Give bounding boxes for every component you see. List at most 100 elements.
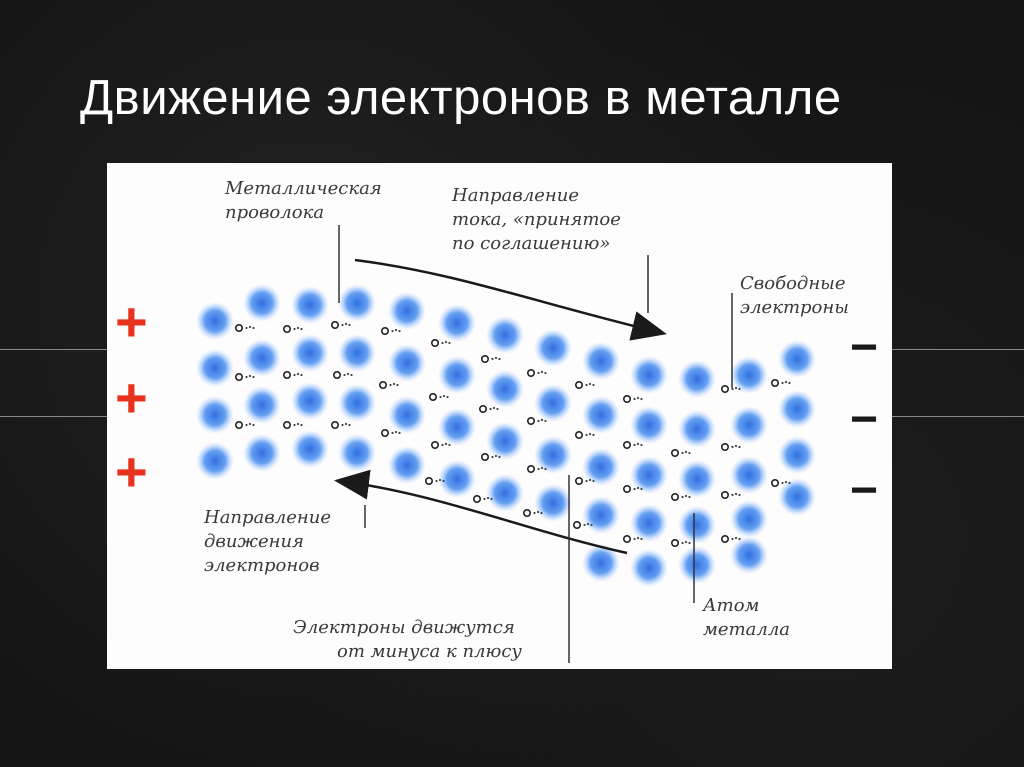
electron-motion-trail bbox=[293, 373, 296, 377]
minus-sign-2: − bbox=[850, 393, 878, 446]
electron-motion-trail bbox=[788, 481, 791, 485]
electron-motion-trail bbox=[300, 373, 303, 377]
electron-motion-trail bbox=[688, 495, 691, 499]
free-electron bbox=[572, 520, 581, 529]
free-electron bbox=[430, 339, 439, 348]
electron-motion-trail bbox=[394, 328, 398, 332]
electron-motion-trail bbox=[343, 373, 346, 377]
electron-motion-trail bbox=[544, 419, 547, 423]
electron-motion-trail bbox=[248, 374, 252, 378]
electron-motion-trail bbox=[248, 422, 252, 426]
metal-atom bbox=[730, 500, 768, 538]
electron-motion-trail bbox=[438, 478, 442, 482]
electron-motion-trail bbox=[536, 510, 540, 514]
free-electron bbox=[574, 430, 583, 439]
metal-atom bbox=[730, 406, 768, 444]
metal-atom bbox=[630, 504, 668, 542]
electron-motion-trail bbox=[300, 327, 303, 331]
electron-motion-trail bbox=[494, 356, 498, 360]
metal-atom bbox=[678, 460, 716, 498]
electron-motion-trail bbox=[781, 481, 784, 485]
current-direction-arrow bbox=[354, 258, 667, 341]
minus-sign-1: − bbox=[850, 321, 878, 374]
free-electron bbox=[526, 464, 535, 473]
electron-motion-trail bbox=[296, 326, 300, 330]
metal-atom bbox=[291, 382, 329, 420]
electron-motion-trail bbox=[293, 423, 296, 427]
electron-motion-trail bbox=[537, 371, 540, 375]
metal-atom bbox=[678, 360, 716, 398]
electron-motion-trail bbox=[537, 467, 540, 471]
diagram-canvas: Металлическая проволока Направление тока… bbox=[115, 178, 878, 663]
electron-motion-trail bbox=[640, 397, 643, 401]
free-electrons-label: Свободные электроны bbox=[740, 273, 851, 318]
metal-atom bbox=[243, 386, 281, 424]
electron-direction-label: Направление движения электронов bbox=[203, 507, 337, 576]
electron-motion-trail bbox=[341, 323, 344, 327]
metal-atom bbox=[778, 390, 816, 428]
free-electron bbox=[378, 381, 387, 390]
electron-motion-trail bbox=[394, 430, 398, 434]
electron-motion-trail bbox=[391, 329, 394, 333]
metal-atom bbox=[582, 544, 620, 582]
electron-motion-trail bbox=[441, 443, 444, 447]
minus-sign-3: − bbox=[850, 464, 878, 517]
metal-atom bbox=[778, 478, 816, 516]
electron-motion-trail bbox=[489, 407, 492, 411]
electron-motion-trail bbox=[494, 454, 498, 458]
metal-atom bbox=[534, 484, 572, 522]
free-electron bbox=[670, 538, 679, 547]
electron-motion-trail bbox=[439, 395, 442, 399]
electron-motion-trail bbox=[684, 540, 688, 544]
free-electron bbox=[622, 440, 631, 449]
electron-motion-trail bbox=[391, 431, 394, 435]
electron-motion-trail bbox=[496, 407, 499, 411]
electron-motion-trail bbox=[590, 523, 593, 527]
electron-motion-trail bbox=[738, 493, 741, 497]
electron-motion-trail bbox=[448, 443, 451, 447]
metal-atom bbox=[630, 356, 668, 394]
electron-motion-trail bbox=[248, 325, 252, 329]
electron-motion-trail bbox=[633, 487, 636, 491]
electron-motion-trail bbox=[588, 432, 592, 436]
electron-motion-trail bbox=[346, 372, 350, 376]
electron-motion-trail bbox=[731, 493, 734, 497]
electron-motion-trail bbox=[544, 371, 547, 375]
metal-atom bbox=[196, 349, 234, 387]
metal-atoms bbox=[196, 284, 816, 587]
free-electron bbox=[283, 420, 292, 429]
free-electron bbox=[720, 385, 729, 394]
electron-motion-trail bbox=[448, 341, 451, 345]
free-electron bbox=[522, 508, 531, 517]
electron-motion-trail bbox=[245, 423, 248, 427]
metal-atom bbox=[196, 442, 234, 480]
metal-atom bbox=[730, 536, 768, 574]
electron-motion-trail bbox=[588, 382, 592, 386]
electrons-move-label: Электроны движутся от минуса к плюсу bbox=[293, 617, 522, 662]
electron-motion-trail bbox=[731, 387, 734, 391]
electron-motion-trail bbox=[540, 370, 544, 374]
electron-motion-trail bbox=[490, 497, 493, 501]
electron-motion-trail bbox=[245, 375, 248, 379]
electron-motion-trail bbox=[585, 383, 588, 387]
electron-motion-trail bbox=[442, 479, 445, 483]
electron-motion-trail bbox=[296, 372, 300, 376]
metal-atom bbox=[438, 356, 476, 394]
electron-motion-trail bbox=[341, 423, 344, 427]
metal-atom bbox=[730, 356, 768, 394]
electron-motion-trail bbox=[592, 433, 595, 437]
electron-motion-trail bbox=[640, 487, 643, 491]
free-electron bbox=[622, 395, 631, 404]
electron-motion-trail bbox=[583, 523, 586, 527]
metal-atom bbox=[534, 329, 572, 367]
free-electron bbox=[380, 428, 389, 437]
electron-motion-trail bbox=[738, 537, 741, 541]
free-electron bbox=[574, 381, 583, 390]
electron-motion-trail bbox=[540, 511, 543, 515]
metal-atom bbox=[678, 410, 716, 448]
electron-motion-trail bbox=[540, 466, 544, 470]
free-electron bbox=[478, 405, 487, 414]
electron-motion-trail bbox=[592, 479, 595, 483]
electron-motion-trail bbox=[348, 323, 351, 327]
electron-motion-trail bbox=[636, 486, 640, 490]
